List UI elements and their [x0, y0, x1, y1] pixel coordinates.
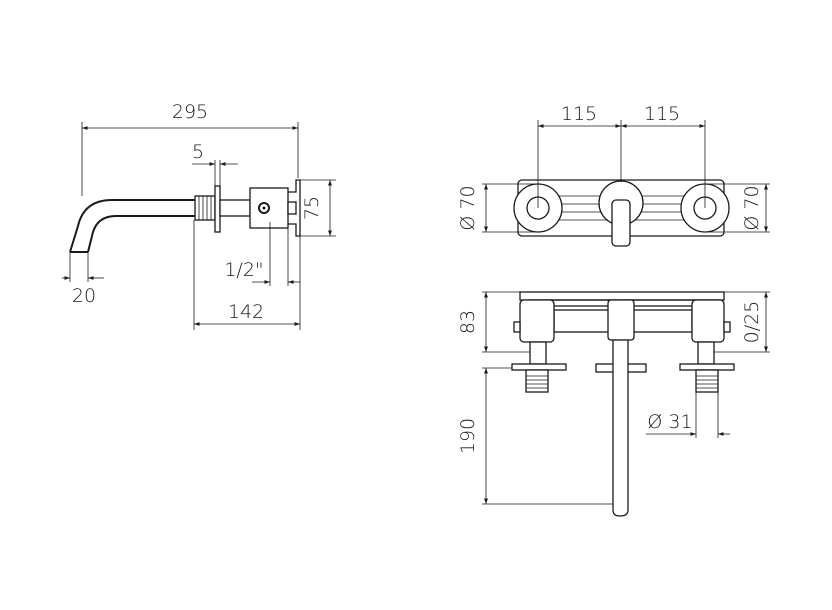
side-spout [69, 199, 195, 253]
dim-295: 295 [172, 101, 208, 123]
top-connector-left [525, 369, 549, 393]
side-screw [258, 202, 270, 214]
top-body-center [607, 299, 635, 341]
dim-190: 190 [457, 418, 479, 454]
top-connector-right [695, 369, 719, 393]
dim-75: 75 [301, 196, 323, 220]
side-thread-nut [194, 195, 216, 221]
dim-half-inch: 1/2" [224, 259, 263, 281]
front-spout-outlet [611, 199, 631, 247]
dim-115-right: 115 [644, 103, 680, 125]
top-body-right [691, 299, 725, 343]
front-view: 115 115 Ø 70 Ø 70 [457, 103, 770, 247]
dim-5: 5 [192, 141, 204, 163]
top-backplate [519, 291, 725, 301]
side-spout-inner [87, 215, 195, 253]
dim-0-25: 0/25 [741, 301, 763, 344]
dim-d70-right: Ø 70 [741, 185, 763, 230]
dim-20: 20 [72, 285, 96, 307]
side-view: 295 5 75 1/2" 20 142 [62, 101, 336, 330]
top-spout [612, 339, 629, 517]
top-view: 83 0/25 190 Ø 31 [457, 291, 770, 517]
dim-d70-left: Ø 70 [457, 185, 479, 230]
side-flange [214, 185, 221, 233]
dim-83: 83 [457, 310, 479, 334]
top-body-left [519, 299, 555, 343]
dim-142: 142 [228, 301, 264, 323]
dim-d31: Ø 31 [647, 411, 692, 433]
dim-115-left: 115 [561, 103, 597, 125]
